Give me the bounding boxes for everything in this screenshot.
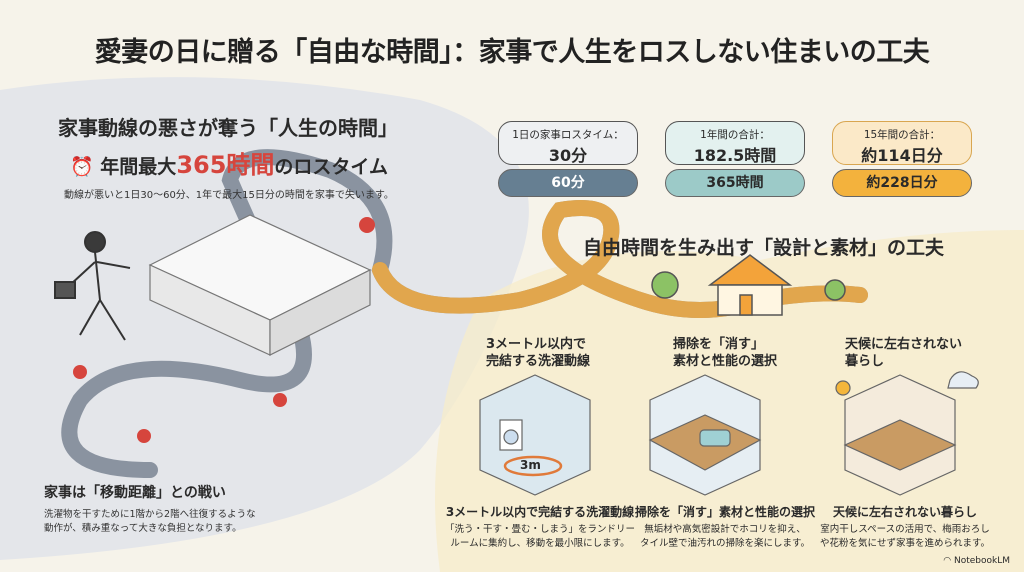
floor-plan-icon <box>148 214 372 356</box>
location-pin-icons <box>73 217 375 443</box>
stat-label: 15年間の合計： <box>863 129 941 141</box>
notebooklm-logo-icon: ◠ <box>943 556 954 566</box>
stat-yearly: 1年間の合計： 182.5時間 <box>665 121 805 165</box>
battle-heading: 家事は「移動距離」との戦い <box>44 485 226 501</box>
distance-badge: 3m <box>520 458 541 472</box>
feature-title-cleaning: 掃除を「消す」素材と性能の選択 <box>673 337 778 369</box>
stat-15-years-max: 約228日分 <box>832 169 972 197</box>
stat-daily: 1日の家事ロスタイム： 30分 <box>498 121 638 165</box>
problem-description: 動線が悪いと1日30〜60分、1年で最大15日分の時間を家事で失います。 <box>64 190 394 201</box>
indoor-drying-room-illustration <box>835 371 979 496</box>
problem-heading: 家事動線の悪さが奪う「人生の時間」 <box>58 116 398 140</box>
notebooklm-brand: ◠ NotebookLM <box>943 556 1010 566</box>
lead-suffix: のロスタイム <box>274 156 389 178</box>
lead-highlight: 365時間 <box>176 151 275 179</box>
stat-yearly-max: 365時間 <box>665 169 805 197</box>
stat-value: 182.5時間 <box>693 146 777 165</box>
battle-description: 洗濯物を干すために1階から2階へ往復するような動作が、積み重なって大きな負担とな… <box>44 509 256 534</box>
clean-floor-illustration <box>648 374 762 496</box>
stat-value: 30分 <box>548 146 588 165</box>
stat-label: 1日の家事ロスタイム： <box>512 129 624 141</box>
lead-prefix: 年間最大 <box>100 156 177 178</box>
feature-caption-cleaning: 掃除を「消す」素材と性能の選択無垢材や高気密設計でホコリを抑え、タイル壁で油汚れ… <box>634 505 815 549</box>
battle-section: 家事は「移動距離」との戦い 洗濯物を干すために1階から2階へ往復するような動作が… <box>44 482 256 536</box>
stat-15-years: 15年間の合計： 約114日分 <box>832 121 972 165</box>
stat-value: 約114日分 <box>861 146 943 165</box>
house-icon <box>651 254 846 316</box>
alarm-clock-icon: ⏰ <box>70 156 94 178</box>
feature-caption-laundry: 3メートル以内で完結する洗濯動線「洗う・干す・畳む・しまう」をランドリールームに… <box>444 505 635 549</box>
feature-caption-weather: 天候に左右されない暮らし室内干しスペースの活用で、梅雨おろしや花粉を気にせず家事… <box>819 505 991 549</box>
running-woman-icon <box>54 231 131 341</box>
problem-section: 家事動線の悪さが奪う「人生の時間」 ⏰ 年間最大365時間のロスタイム 動線が悪… <box>58 112 398 201</box>
solution-heading: 自由時間を生み出す「設計と素材」の工夫 <box>583 237 945 259</box>
feature-title-laundry: 3メートル以内で完結する洗濯動線 <box>486 337 591 369</box>
stat-daily-max: 60分 <box>498 169 638 197</box>
page-title: 愛妻の日に贈る「自由な時間」：家事で人生をロスしない住まいの工夫 <box>94 37 930 68</box>
brand-label: NotebookLM <box>953 556 1010 566</box>
feature-title-weather: 天候に左右されない暮らし <box>845 337 963 369</box>
loss-time-lead: ⏰ 年間最大365時間のロスタイム <box>70 145 398 180</box>
laundry-room-illustration <box>479 374 591 496</box>
stat-label: 1年間の合計： <box>700 129 770 141</box>
